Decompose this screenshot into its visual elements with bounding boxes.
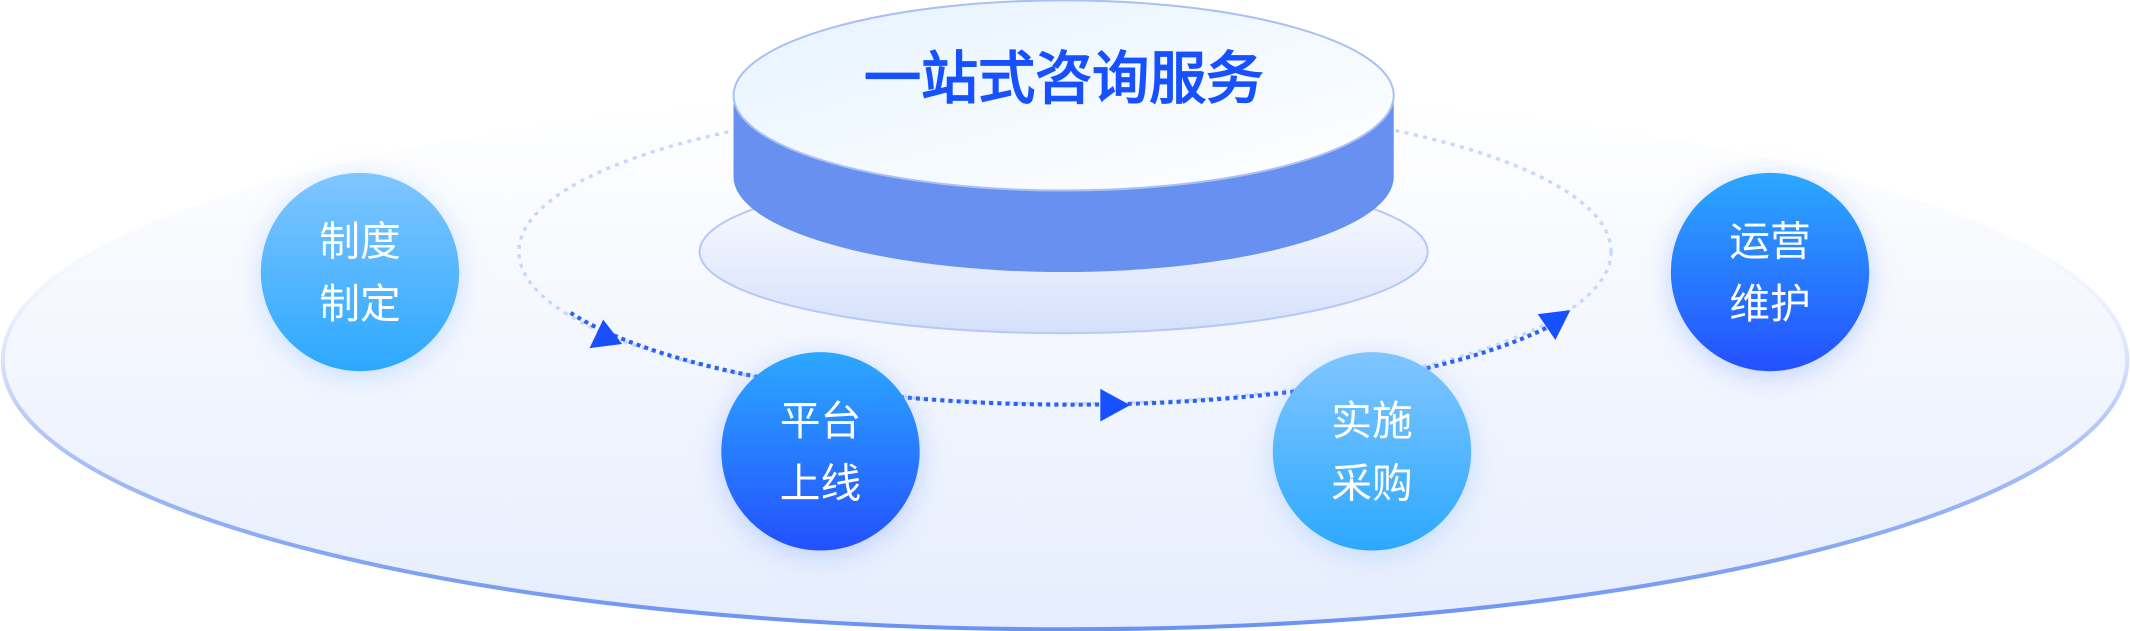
step-implementation-procurement: 实施 采购	[1272, 352, 1472, 556]
orbit-path	[569, 311, 1564, 407]
step-label-line1: 制度	[319, 218, 401, 266]
step-policy-formulation: 制度 制定	[260, 172, 460, 377]
step-label-line1: 平台	[780, 397, 862, 445]
step-operation-maintenance: 运营 维护	[1670, 172, 1870, 377]
step-label-line1: 实施	[1331, 397, 1413, 445]
title: 一站式咨询服务	[864, 46, 1263, 112]
arrow-icon	[1537, 310, 1571, 340]
step-label-line2: 上线	[780, 460, 862, 508]
step-platform-launch: 平台 上线	[721, 352, 920, 556]
cylinder-top	[732, 0, 1395, 192]
step-label-line2: 制定	[319, 280, 401, 328]
arrow-icon	[1100, 388, 1131, 422]
step-label-line2: 维护	[1729, 280, 1811, 328]
arrow-icon	[589, 319, 623, 349]
step-label-line1: 运营	[1729, 218, 1811, 266]
step-label-line2: 采购	[1331, 460, 1413, 508]
